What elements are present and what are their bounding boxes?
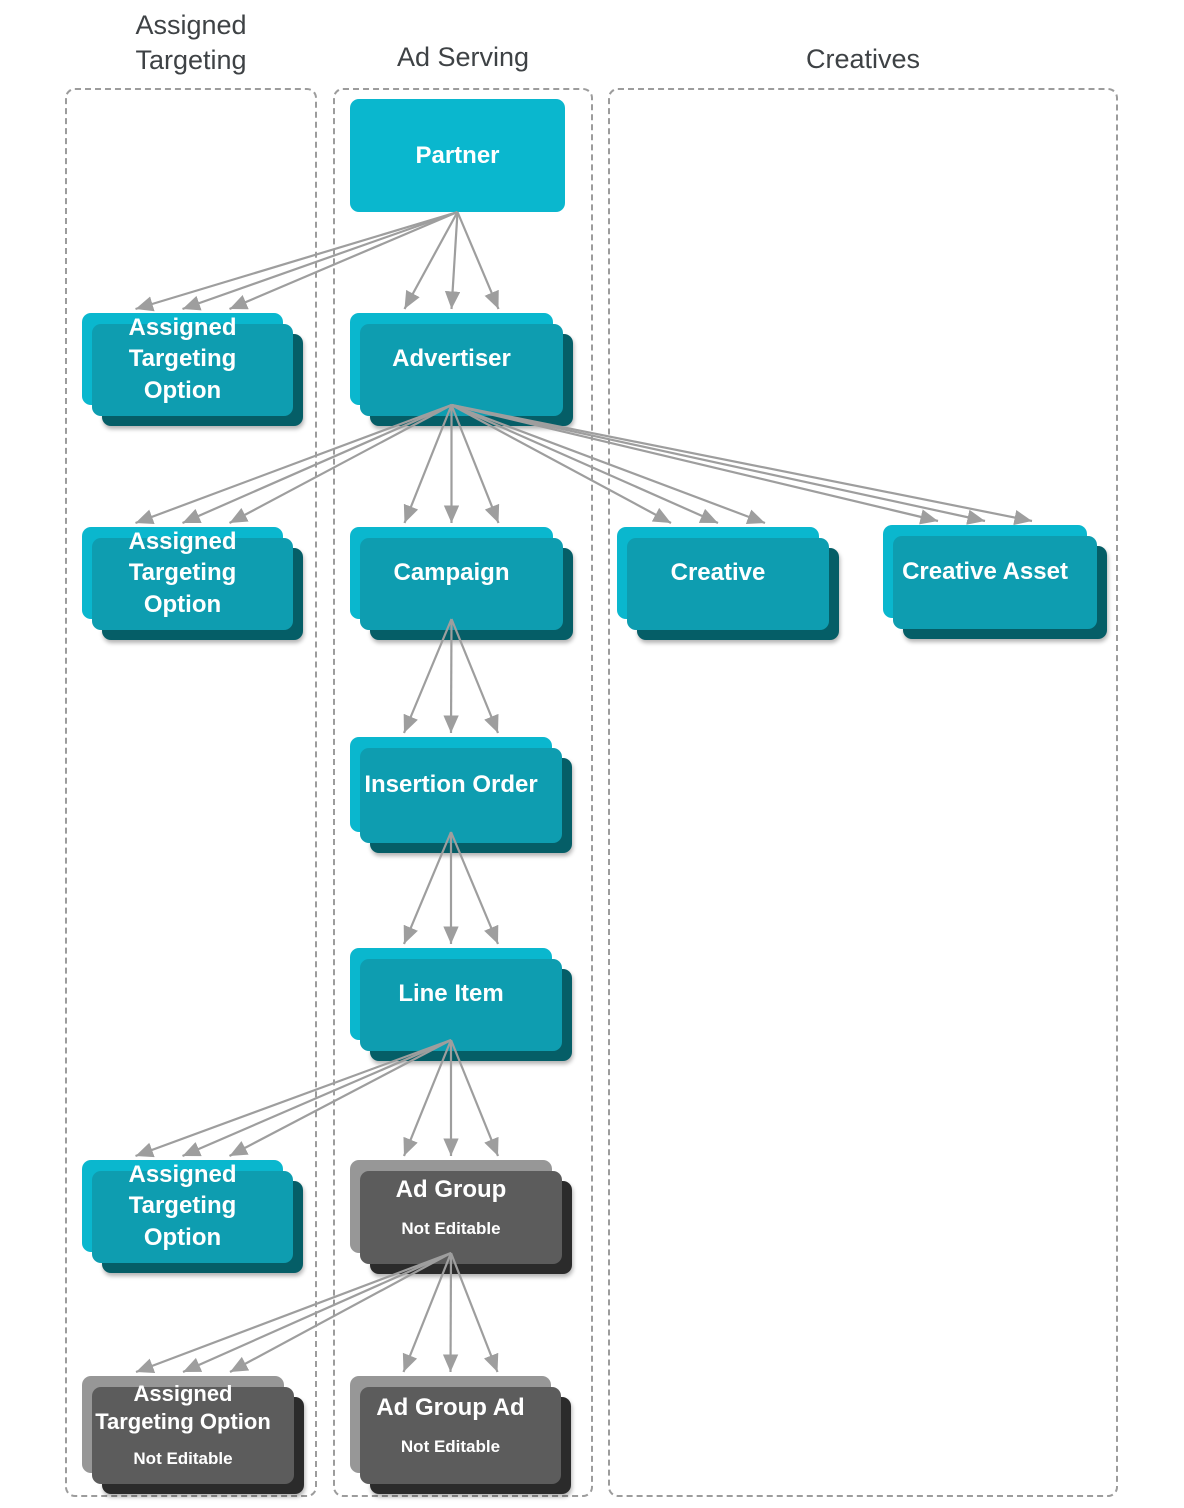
node-creative-label: Creative bbox=[670, 559, 766, 587]
node-ad-group-ad-label: Ad Group Ad bbox=[376, 1393, 525, 1421]
node-assigned-targeting-option-2: Assigned Targeting Option bbox=[82, 527, 283, 619]
node-partner: Partner bbox=[350, 99, 565, 212]
node-ad-group-ad: Ad Group Ad Not Editable bbox=[350, 1376, 551, 1473]
node-insertion-order: Insertion Order bbox=[350, 737, 552, 832]
column-header-ad-serving: Ad Serving bbox=[396, 42, 530, 72]
column-assigned-targeting bbox=[65, 88, 317, 1497]
node-creative: Creative bbox=[617, 527, 819, 619]
node-assigned-targeting-option-4: Assigned Targeting Option Not Editable bbox=[82, 1376, 284, 1473]
node-assigned-targeting-option-4-label: Assigned Targeting Option bbox=[95, 1381, 271, 1434]
node-advertiser: Advertiser bbox=[350, 313, 553, 405]
column-ad-serving bbox=[333, 88, 593, 1497]
node-assigned-targeting-option-2-label: Assigned Targeting Option bbox=[128, 528, 237, 618]
node-advertiser-label: Advertiser bbox=[392, 345, 511, 373]
node-campaign: Campaign bbox=[350, 527, 553, 619]
node-ad-group-label: Ad Group bbox=[395, 1175, 507, 1203]
node-creative-asset-label: Creative Asset bbox=[902, 557, 1068, 585]
node-ad-group: Ad Group Not Editable bbox=[350, 1160, 552, 1253]
node-line-item-label: Line Item bbox=[398, 980, 504, 1008]
node-ad-group-sublabel: Not Editable bbox=[401, 1219, 501, 1239]
node-assigned-targeting-option-3: Assigned Targeting Option bbox=[82, 1160, 283, 1252]
node-line-item: Line Item bbox=[350, 948, 552, 1040]
node-ad-group-ad-sublabel: Not Editable bbox=[400, 1437, 501, 1457]
node-assigned-targeting-option-4-sublabel: Not Editable bbox=[133, 1449, 233, 1468]
column-creatives bbox=[608, 88, 1118, 1497]
node-partner-label: Partner bbox=[415, 141, 500, 169]
node-insertion-order-label: Insertion Order bbox=[364, 770, 538, 798]
node-creative-asset: Creative Asset bbox=[883, 525, 1087, 618]
node-assigned-targeting-option-3-label: Assigned Targeting Option bbox=[128, 1161, 237, 1251]
column-header-assigned-targeting: Assigned Targeting bbox=[135, 10, 247, 75]
column-header-creatives: Creatives bbox=[805, 44, 921, 74]
node-campaign-label: Campaign bbox=[393, 559, 510, 587]
node-assigned-targeting-option-1-label: Assigned Targeting Option bbox=[128, 314, 237, 404]
node-assigned-targeting-option-1: Assigned Targeting Option bbox=[82, 313, 283, 405]
